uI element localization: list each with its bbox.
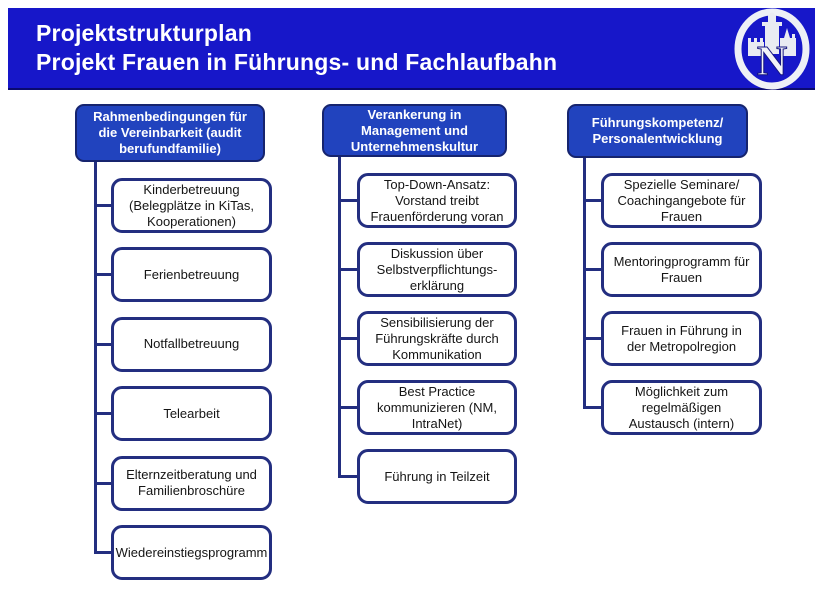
castle-icon	[748, 12, 796, 56]
connector-stub	[582, 406, 601, 409]
chart-box: Möglichkeit zum regelmäßigen Austausch (…	[601, 380, 762, 435]
chart-box: Kinderbetreuung (Belegplätze in KiTas, K…	[111, 178, 272, 233]
connector-stub	[93, 204, 111, 207]
column-header-fuehrungskompetenz: Führungskompetenz/ Personalentwicklung	[567, 104, 748, 158]
nuernberger-logo-icon: N	[732, 8, 812, 90]
logo-letter-n: N	[757, 39, 787, 85]
chart-box: Telearbeit	[111, 386, 272, 442]
connector-stub	[337, 199, 357, 202]
connector-stub	[93, 342, 111, 346]
connector-stub	[337, 268, 357, 271]
column-header-rahmenbedingungen: Rahmenbedingungen für die Vereinbarkeit …	[75, 104, 265, 162]
logo-ring	[734, 8, 810, 90]
connector-stub	[337, 475, 357, 478]
connector-stub	[582, 337, 601, 340]
column-header-verankerung: Verankerung in Management und Unternehme…	[322, 104, 507, 157]
connector-stub	[93, 481, 111, 485]
chart-box: Top-Down-Ansatz: Vorstand treibt Frauenf…	[357, 173, 517, 228]
page-title: Projektstrukturplan	[36, 20, 252, 46]
chart-box: Frauen in Führung in der Metropolregion	[601, 311, 762, 366]
connector-stub	[93, 273, 111, 277]
connector-stub	[582, 199, 601, 202]
chart-box: Elternzeitberatung und Familienbroschüre	[111, 455, 272, 511]
chart-box: Wiedereinstiegsprogramm	[111, 525, 272, 580]
chart-box: Spezielle Seminare/ Coachingangebote für…	[601, 173, 762, 228]
page-title-block: Projektstrukturplan Projekt Frauen in Fü…	[8, 19, 557, 77]
chart-box: Mentoringprogramm für Frauen	[601, 242, 762, 297]
connector-stub	[582, 268, 601, 271]
connector-stub	[337, 406, 357, 409]
connector-stub	[93, 412, 111, 416]
connector-stub	[337, 337, 357, 340]
chart-box: Ferienbetreuung	[111, 247, 272, 303]
title-bar: Projektstrukturplan Projekt Frauen in Fü…	[8, 8, 815, 90]
connector-vline-fuehrungskompetenz	[582, 158, 586, 409]
chart-box: Notfallbetreuung	[111, 316, 272, 372]
connector-vline-verankerung	[337, 157, 341, 478]
chart-box: Führung in Teilzeit	[357, 449, 517, 504]
chart-box: Sensibilisierung der Führungskräfte durc…	[357, 311, 517, 366]
connector-stub	[93, 551, 111, 554]
chart-box: Diskussion über Selbstverpflichtungs-erk…	[357, 242, 517, 297]
connector-vline-rahmenbedingungen	[93, 162, 97, 554]
chart-box: Best Practice kommunizieren (NM, IntraNe…	[357, 380, 517, 435]
page-subtitle: Projekt Frauen in Führungs- und Fachlauf…	[36, 49, 558, 75]
